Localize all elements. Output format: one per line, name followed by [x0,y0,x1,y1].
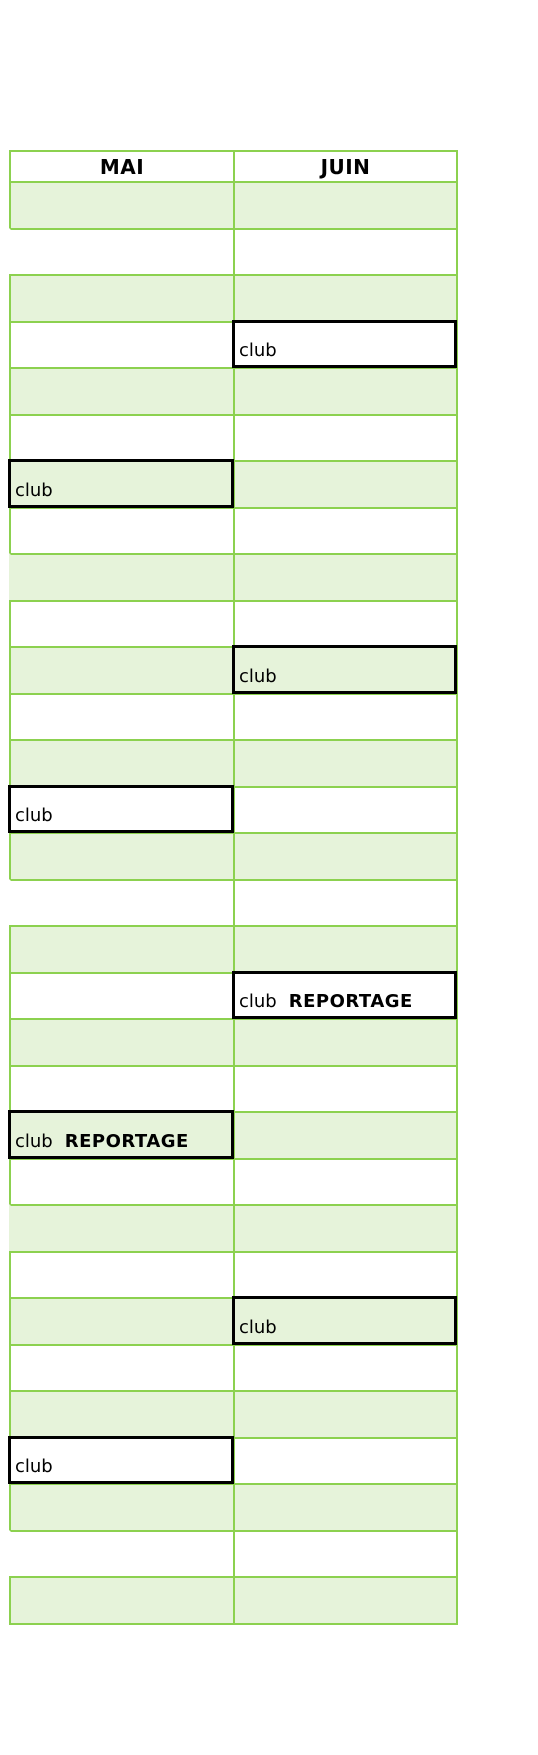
event-label: club [15,479,53,501]
day-cell-mai [9,553,233,600]
event-label: club [15,1130,53,1152]
day-cell-mai [9,1483,233,1530]
day-cell-mai [9,971,233,1018]
day-cell-juin [233,1204,456,1251]
day-cell-mai [9,1204,233,1251]
day-cell-mai [9,925,233,972]
event-label: club [239,340,277,361]
day-cell-juin [233,367,456,414]
day-cell-juin [233,692,456,739]
day-cell-juin [233,925,456,972]
day-cell-juin [233,1529,456,1576]
day-cell-mai [9,1064,233,1111]
day-cell-mai [9,413,233,460]
day-cell-mai [9,320,233,367]
day-cell-juin [233,1250,456,1297]
day-cell-juin [233,274,456,321]
event-cell-juin: club REPORTAGE [232,970,457,1019]
day-cell-mai [9,367,233,414]
event-cell-mai: club [8,459,234,508]
day-cell-juin [233,739,456,786]
day-cell-mai [9,692,233,739]
day-cell-juin [233,1436,456,1483]
day-cell-juin [233,1157,456,1204]
day-cell-mai [9,646,233,693]
day-cell-juin [233,1111,456,1158]
event-label: club [15,805,53,826]
day-cell-juin [233,460,456,507]
day-cell-mai [9,1576,233,1623]
day-cell-mai [9,878,233,926]
day-cell-mai [9,739,233,786]
day-cell-juin [233,181,456,228]
day-cell-mai [9,181,233,228]
day-cell-mai [9,1297,233,1344]
event-cell-juin: club [232,1296,457,1345]
day-cell-mai [9,599,233,646]
event-label: club [15,1456,53,1477]
day-cell-juin [233,1576,456,1623]
column-header-mai: MAI [9,150,233,181]
event-cell-juin: club [232,645,457,694]
day-cell-mai [9,1343,233,1390]
day-cell-juin [233,599,456,646]
day-cell-juin [233,1064,456,1111]
day-cell-mai [9,274,233,321]
day-cell-mai [9,506,233,553]
event-cell-mai: club REPORTAGE [8,1110,234,1159]
day-cell-juin [233,1018,456,1065]
day-cell-juin [233,878,456,925]
day-cell-juin [233,227,456,274]
event-cell-juin: club [232,319,457,368]
day-cell-juin [233,506,456,553]
day-cell-mai [9,1157,233,1204]
day-cell-mai [9,1250,233,1297]
day-cell-juin [233,413,456,460]
event-label: club [239,665,277,687]
day-cell-mai [9,227,233,275]
day-cell-mai [9,832,233,879]
event-label: club [239,1316,277,1338]
event-cell-mai: club [8,784,234,833]
day-cell-mai [9,1018,233,1065]
day-cell-juin [233,832,456,879]
column-header-juin: JUIN [233,150,456,181]
day-cell-juin [233,1483,456,1530]
day-cell-juin [233,1390,456,1437]
event-cell-mai: club [8,1435,234,1484]
event-tag: REPORTAGE [288,991,413,1012]
day-cell-mai [9,1390,233,1437]
event-label: club [239,991,277,1012]
day-cell-juin [233,1343,456,1390]
event-tag: REPORTAGE [64,1130,189,1152]
day-cell-mai [9,1529,233,1577]
day-cell-juin [233,553,456,600]
day-cell-juin [233,785,456,832]
